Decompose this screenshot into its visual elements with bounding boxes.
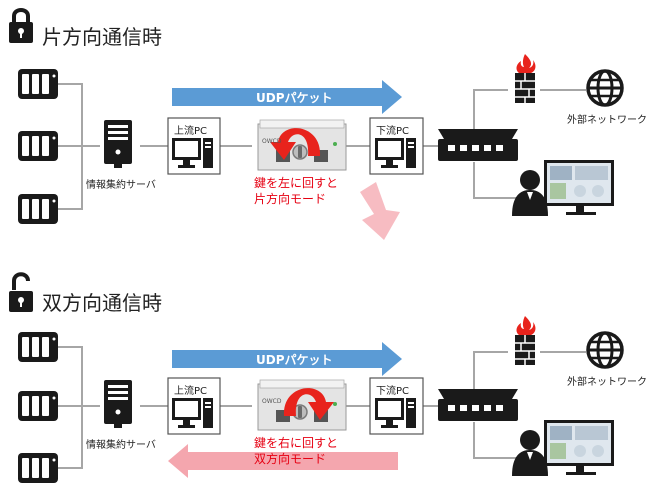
bottom-panel bbox=[9, 272, 624, 483]
operator-monitor-icon bbox=[512, 420, 614, 476]
globe-icon bbox=[586, 331, 624, 369]
device-label: OWCD bbox=[262, 398, 282, 405]
storage-server-icon bbox=[18, 332, 58, 362]
external-network-label: 外部ネットワーク bbox=[567, 115, 647, 126]
udp-packet-arrow bbox=[172, 80, 402, 114]
owcd-device bbox=[257, 379, 347, 431]
key-caption-line1: 鍵を左に回すと bbox=[254, 176, 339, 190]
tower-server-icon bbox=[104, 380, 132, 428]
rotation-right-arrow bbox=[283, 388, 334, 420]
device-label: OWCD bbox=[262, 138, 282, 145]
rotation-left-arrow bbox=[270, 128, 321, 160]
tower-server-icon bbox=[104, 120, 132, 168]
udp-packet-arrow bbox=[172, 342, 402, 376]
upstream-pc-label: 上流PC bbox=[174, 386, 208, 397]
page-title: 双方向通信時 bbox=[42, 291, 162, 315]
operator-monitor-icon bbox=[512, 160, 614, 216]
owcd-device bbox=[257, 119, 347, 171]
external-network-label: 外部ネットワーク bbox=[567, 377, 647, 388]
upstream-pc-label: 上流PC bbox=[174, 126, 208, 137]
storage-server-icon bbox=[18, 131, 58, 161]
padlock-closed-icon bbox=[9, 8, 33, 43]
page-title: 片方向通信時 bbox=[42, 25, 162, 49]
padlock-open-icon bbox=[9, 272, 33, 312]
connection-lines bbox=[58, 346, 586, 469]
key-caption-line2: 双方向モード bbox=[254, 452, 327, 466]
firewall-icon bbox=[514, 315, 537, 366]
connection-lines bbox=[58, 83, 586, 210]
network-switch-icon bbox=[438, 129, 518, 161]
firewall-icon bbox=[514, 53, 537, 104]
udp-packet-label: UDPパケット bbox=[256, 353, 333, 367]
udp-packet-label: UDPパケット bbox=[256, 91, 333, 105]
return-arrow bbox=[168, 444, 398, 478]
network-switch-icon bbox=[438, 389, 518, 421]
key-caption-line1: 鍵を右に回すと bbox=[254, 436, 339, 450]
server-label: 情報集約サーバ bbox=[86, 180, 156, 191]
downstream-pc-label: 下流PC bbox=[376, 126, 410, 137]
storage-server-icon bbox=[18, 194, 58, 224]
downstream-pc-label: 下流PC bbox=[376, 386, 410, 397]
globe-icon bbox=[586, 69, 624, 107]
storage-server-icon bbox=[18, 391, 58, 421]
key-caption-line2: 片方向モード bbox=[254, 192, 327, 206]
blocked-return-arrow bbox=[360, 182, 400, 240]
top-panel bbox=[9, 8, 624, 240]
storage-server-icon bbox=[18, 69, 58, 99]
storage-server-icon bbox=[18, 453, 58, 483]
server-label: 情報集約サーバ bbox=[86, 440, 156, 451]
